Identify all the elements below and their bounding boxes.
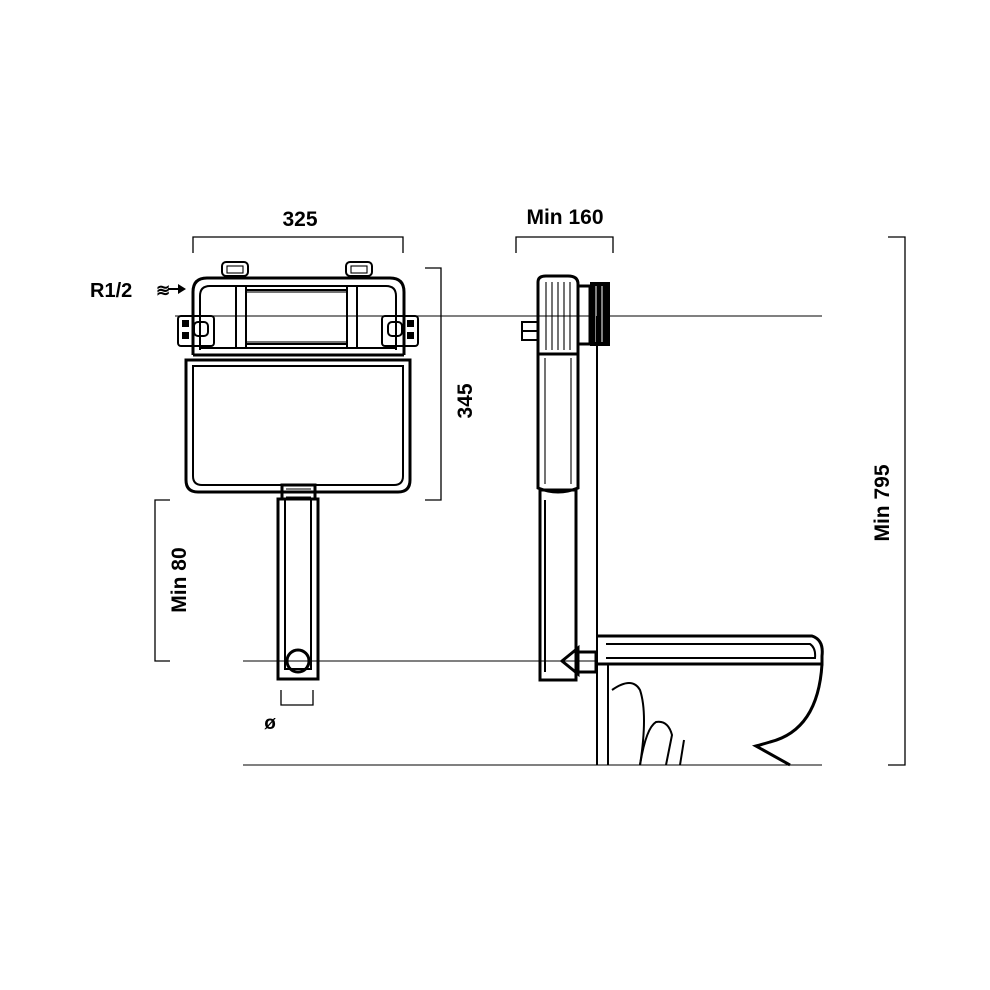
reference-lines	[175, 315, 822, 766]
height-label: 345	[454, 383, 477, 418]
dimension-total-height-bracket	[888, 236, 906, 766]
cistern-side-view	[521, 274, 610, 765]
dimension-height-bracket	[425, 267, 442, 501]
inlet-arrow-icon	[168, 284, 186, 294]
toilet-pan	[598, 634, 824, 767]
min-outlet-label: Min 80	[168, 547, 191, 612]
min-height-label: Min 795	[871, 464, 894, 541]
cistern-front-view	[177, 261, 419, 681]
dimension-depth-bracket	[515, 236, 614, 253]
min-depth-label: Min 160	[526, 206, 603, 229]
dimension-outlet-bracket	[154, 499, 170, 662]
width-label: 325	[282, 208, 317, 231]
dimension-width-bracket	[192, 236, 404, 253]
inlet-label: R1/2	[90, 280, 132, 302]
water-inlet-icon: ≋	[156, 281, 170, 300]
dimension-diameter-bracket	[280, 690, 314, 706]
diameter-label: ø	[264, 713, 276, 734]
